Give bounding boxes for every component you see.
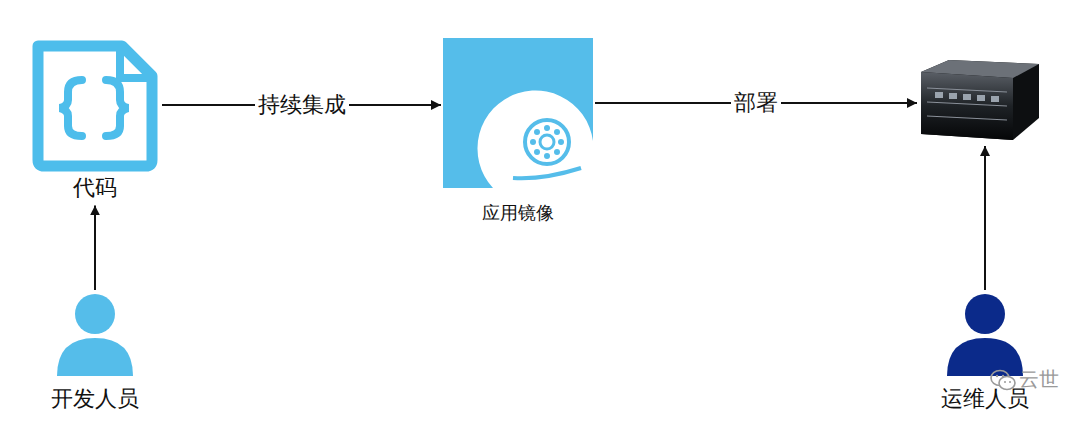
code-file-icon: 代码	[30, 38, 160, 201]
app-image-icon: 应用镜像	[443, 38, 593, 224]
watermark: 云世	[990, 366, 1059, 393]
flow-arrow	[984, 146, 986, 290]
node-label: 开发人员	[51, 386, 139, 412]
app-image-icon-graphic	[443, 38, 593, 188]
server-icon-graphic	[919, 58, 1041, 142]
flow-arrow	[94, 205, 96, 290]
developer-person-graphic	[55, 292, 135, 376]
developer-person: 开发人员	[51, 292, 139, 412]
edge-label: 部署	[731, 90, 781, 116]
wechat-icon	[990, 369, 1016, 391]
server-icon	[919, 58, 1041, 142]
code-file-icon-graphic	[30, 38, 160, 173]
node-label: 应用镜像	[482, 202, 554, 224]
node-label: 代码	[73, 175, 117, 201]
ops-person-graphic	[945, 292, 1025, 376]
ops-person: 运维人员	[941, 292, 1029, 412]
watermark-text: 云世	[1019, 366, 1059, 393]
edge-label: 持续集成	[255, 92, 349, 118]
node-label: 运维人员	[941, 386, 1029, 412]
